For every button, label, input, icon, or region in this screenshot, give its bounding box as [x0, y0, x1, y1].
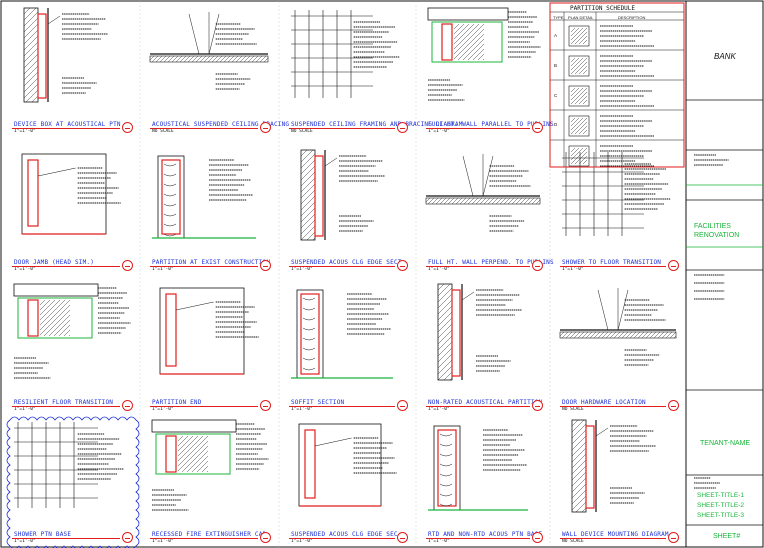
detail-reference-bubble [532, 400, 543, 411]
detail-title-underline [560, 538, 666, 539]
detail-reference-bubble [532, 532, 543, 543]
detail-reference-bubble [397, 122, 408, 133]
detail-scale: 1"=1'-0" [291, 407, 313, 412]
detail-title-underline [289, 406, 395, 407]
detail-scale: NO SCALE [291, 129, 313, 134]
detail-title: ACOUSTICAL SUSPENDED CEILING BRACING [152, 121, 290, 128]
detail-title-underline [150, 538, 258, 539]
detail-title-underline [289, 538, 395, 539]
detail-title-underline [12, 128, 120, 129]
detail-scale: 1"=1'-0" [291, 267, 313, 272]
detail-title: SUSPENDED ACOUS CLG EDGE SECT [291, 259, 402, 266]
detail-scale: 1"=1'-0" [14, 129, 36, 134]
detail-scale: 1"=1'-0" [428, 267, 450, 272]
detail-title: RESILIENT FLOOR TRANSITION [14, 399, 114, 406]
detail-scale: 1"=1'-0" [152, 407, 174, 412]
detail-title: RECESSED FIRE EXTINGUISHER CAB [152, 531, 267, 538]
detail-title-underline [426, 406, 530, 407]
detail-title-underline [289, 128, 395, 129]
schedule-type-d: D [554, 122, 558, 127]
detail-scale: 1"=1'-0" [428, 407, 450, 412]
detail-title: SUSPENDED ACOUS CLG EDGE SEC [291, 531, 398, 538]
detail-title: NON-RATED ACOUSTICAL PARTITION [428, 399, 543, 406]
detail-title-underline [289, 266, 395, 267]
detail-title: WALL DEVICE MOUNTING DIAGRAM [562, 531, 669, 538]
detail-reference-bubble [122, 122, 133, 133]
schedule-header-type: TYPE [553, 15, 564, 20]
detail-title: PARTITION END [152, 399, 202, 406]
detail-reference-bubble [122, 260, 133, 271]
detail-scale: 1"=1'-0" [291, 539, 313, 544]
detail-scale: 1"=1'-0" [152, 267, 174, 272]
sheet-title-3: SHEET-TITLE-3 [697, 512, 744, 519]
client-name: BANK [714, 52, 736, 61]
detail-title-underline [426, 538, 530, 539]
detail-scale: 1"=1'-0" [428, 539, 450, 544]
sheet-number: SHEET# [713, 533, 741, 540]
detail-reference-bubble [260, 122, 271, 133]
detail-title-underline [12, 538, 120, 539]
detail-reference-bubble [668, 400, 679, 411]
detail-scale: 1"=1'-0" [14, 539, 36, 544]
detail-reference-bubble [397, 260, 408, 271]
detail-title-underline [560, 266, 666, 267]
schedule-type-a: A [554, 33, 558, 38]
detail-reference-bubble [397, 400, 408, 411]
detail-scale: NO SCALE [562, 407, 584, 412]
detail-reference-bubble [260, 400, 271, 411]
sheet-title-2: SHEET-TITLE-2 [697, 502, 744, 509]
detail-reference-bubble [532, 260, 543, 271]
detail-title: DEVICE BOX AT ACOUSTICAL PTN [14, 121, 121, 128]
detail-scale: 1"=1'-0" [14, 267, 36, 272]
detail-title-underline [426, 266, 530, 267]
detail-title-underline [426, 128, 530, 129]
detail-reference-bubble [260, 260, 271, 271]
detail-title: FULL HT. WALL PERPEND. TO PURLINS [428, 259, 554, 266]
detail-scale: 1"=1'-0" [428, 129, 450, 134]
detail-reference-bubble [668, 260, 679, 271]
detail-title-underline [150, 266, 258, 267]
schedule-type-c: C [554, 93, 558, 98]
detail-scale: NO SCALE [152, 129, 174, 134]
project-name: FACILITIES RENOVATION [694, 223, 740, 239]
detail-reference-bubble [122, 532, 133, 543]
detail-title: SHOWER PTN BASE [14, 531, 72, 538]
detail-title-underline [560, 406, 666, 407]
detail-title-underline [150, 128, 258, 129]
detail-reference-bubble [260, 532, 271, 543]
detail-title: SOFFIT SECTION [291, 399, 345, 406]
schedule-header-plan: PLAN DETAIL [568, 15, 594, 20]
detail-scale: NO SCALE [562, 539, 584, 544]
schedule-header-description: DESCRIPTION [618, 15, 646, 20]
detail-title: DOOR JAMB (HEAD SIM.) [14, 259, 95, 266]
detail-title-underline [12, 406, 120, 407]
schedule-title: PARTITION SCHEDULE [570, 5, 636, 12]
detail-title-underline [12, 266, 120, 267]
detail-title: SUSPENDED CEILING FRAMING AND BRACING DI… [291, 121, 463, 128]
tenant-name: TENANT-NAME [700, 440, 751, 447]
detail-reference-bubble [397, 532, 408, 543]
detail-scale: 1"=1'-0" [562, 267, 584, 272]
detail-reference-bubble [668, 532, 679, 543]
sheet-title-1: SHEET-TITLE-1 [697, 492, 744, 499]
detail-reference-bubble [532, 122, 543, 133]
detail-title: PARTITION AT EXIST CONSTRUCTION [152, 259, 271, 266]
schedule-type-b: B [554, 63, 558, 68]
detail-title: DOOR HARDWARE LOCATION [562, 399, 646, 406]
detail-title: RTD AND NON-RTD ACOUS PTN BASE [428, 531, 543, 538]
detail-scale: 1"=1'-0" [152, 539, 174, 544]
detail-scale: 1"=1'-0" [14, 407, 36, 412]
detail-title: FULL HT. WALL PARALLEL TO PURLINS [428, 121, 554, 128]
detail-title: SHOWER TO FLOOR TRANSITION [562, 259, 662, 266]
detail-reference-bubble [122, 400, 133, 411]
detail-title-underline [150, 406, 258, 407]
